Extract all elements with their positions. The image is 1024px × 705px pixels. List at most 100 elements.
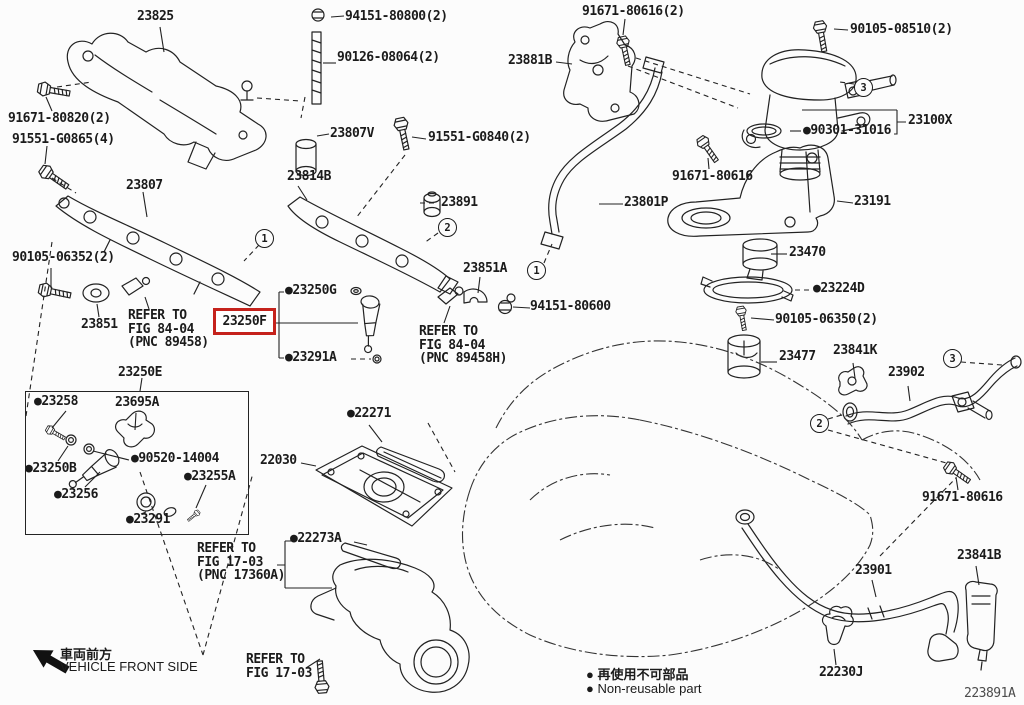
leader-lines [44, 15, 980, 669]
part-label-23807[interactable]: 23807 [126, 178, 163, 193]
spacer-23470-drawing [742, 238, 778, 281]
part-label-23224D[interactable]: ●23224D [813, 281, 865, 296]
part-label-23256[interactable]: ●23256 [54, 487, 98, 502]
refer-note-fig17-03: REFER TO FIG 17-03 [246, 652, 312, 681]
vehicle-front-arrow [32, 650, 70, 674]
callout-1-left: 1 [255, 229, 274, 248]
part-label-23801P[interactable]: 23801P [624, 195, 668, 210]
legend-non-reusable-jp: ● 再使用不可部品 [586, 667, 689, 682]
sensor-23851-drawing [82, 276, 151, 303]
throttle-body-22030-drawing [315, 445, 453, 527]
bolt-91671-80820-drawing [36, 80, 72, 102]
part-label-22030[interactable]: 22030 [260, 453, 297, 468]
injector-kit-23250E-drawing [43, 410, 202, 524]
spacer-23807V-drawing [295, 138, 317, 177]
vehicle-front-label-en: VEHICLE FRONT SIDE [60, 659, 198, 674]
callout-2-rail: 2 [438, 218, 457, 237]
part-label-23695A[interactable]: 23695A [115, 395, 159, 410]
part-label-90105-06350[interactable]: 90105-06350(2) [775, 312, 878, 327]
part-label-91671-80616-mid[interactable]: 91671-80616 [672, 169, 753, 184]
callout-3-pipe-end: 3 [943, 349, 962, 368]
bolt-91551-G0840-drawing [392, 116, 414, 152]
part-label-90105-06352[interactable]: 90105-06352(2) [12, 250, 115, 265]
part-label-23825[interactable]: 23825 [137, 9, 174, 24]
clamp-22230J-drawing [821, 605, 854, 646]
part-label-23477[interactable]: 23477 [779, 349, 816, 364]
bolt-90105-06350-drawing [734, 305, 751, 332]
part-label-94151-80600[interactable]: 94151-80600 [530, 299, 611, 314]
part-label-22273A[interactable]: ●22273A [290, 531, 342, 546]
part-label-91551-G0865[interactable]: 91551-G0865(4) [12, 132, 115, 147]
part-label-91551-G0840[interactable]: 91551-G0840(2) [428, 130, 531, 145]
gasket-22273A-drawing [340, 542, 402, 570]
part-label-23841K[interactable]: 23841K [833, 343, 877, 358]
sensor-23841B-drawing [965, 580, 998, 671]
spacer-23477-drawing [727, 334, 761, 379]
part-label-23851A[interactable]: 23851A [463, 261, 507, 276]
bolt-fig17-03-drawing [312, 659, 331, 695]
part-label-23901[interactable]: 23901 [855, 563, 892, 578]
fuel-pipe-23801P-drawing [540, 56, 665, 250]
grommet-23891-drawing [423, 191, 441, 218]
part-label-23250E[interactable]: 23250E [118, 365, 162, 380]
bolt-91551-G0865-drawing [36, 162, 72, 194]
drawing-number: 223891A [964, 686, 1016, 701]
highlighted-part-label-23250F[interactable]: 23250F [213, 308, 276, 335]
fuel-pump-23100X-drawing [741, 49, 897, 181]
part-label-23250B[interactable]: ●23250B [25, 461, 77, 476]
part-label-90301-31016[interactable]: ●90301-31016 [803, 123, 891, 138]
part-label-23250G[interactable]: ●23250G [285, 283, 337, 298]
part-label-23255A[interactable]: ●23255A [184, 469, 236, 484]
part-label-90126-08064[interactable]: 90126-08064(2) [337, 50, 440, 65]
part-label-23470[interactable]: 23470 [789, 245, 826, 260]
legend-non-reusable-en: ● Non-reusable part [586, 681, 702, 696]
engine-phantom-outline [461, 340, 981, 658]
part-label-90520-14004[interactable]: ●90520-14004 [131, 451, 219, 466]
dashed-lines [25, 57, 1003, 656]
gasket-23224D-drawing [700, 276, 794, 304]
part-label-94151-80800[interactable]: 94151-80800(2) [345, 9, 448, 24]
part-label-23881B[interactable]: 23881B [508, 53, 552, 68]
part-label-23291A[interactable]: ●23291A [285, 350, 337, 365]
part-label-22271[interactable]: ●22271 [347, 406, 391, 421]
part-label-23902[interactable]: 23902 [888, 365, 925, 380]
part-label-23258[interactable]: ●23258 [34, 394, 78, 409]
part-23825-bracket-drawing [66, 32, 267, 170]
part-label-23814B[interactable]: 23814B [287, 169, 331, 184]
part-label-23291[interactable]: ●23291 [126, 512, 170, 527]
stud-90126-08064-drawing [311, 8, 325, 105]
refer-note-fig17-03-pnc: REFER TO FIG 17-03 (PNC 17360A) [197, 541, 285, 583]
part-label-23807V[interactable]: 23807V [330, 126, 374, 141]
bolt-90105-08510-drawing [811, 19, 832, 54]
bolt-90105-06352-drawing [37, 281, 73, 303]
callout-2-pipe23902: 2 [810, 414, 829, 433]
part-label-91671-80820[interactable]: 91671-80820(2) [8, 111, 111, 126]
part-label-91671-80616x2[interactable]: 91671-80616(2) [582, 4, 685, 19]
part-label-23191[interactable]: 23191 [854, 194, 891, 209]
sensor-23851A-drawing [437, 286, 516, 305]
part-label-90105-08510[interactable]: 90105-08510(2) [850, 22, 953, 37]
bracket-23881B-drawing [563, 21, 640, 122]
refer-note-fig84-04-left: REFER TO FIG 84-04 (PNC 89458) [128, 308, 209, 350]
insulator-23191-drawing [667, 144, 835, 237]
vehicle-front-label-jp: 車両前方 [60, 647, 113, 662]
part-label-23851[interactable]: 23851 [81, 317, 118, 332]
nut-94151-80600-drawing [497, 299, 513, 315]
part-label-91671-80616-lower[interactable]: 91671-80616 [922, 490, 1003, 505]
fuel-rail-23807-drawing [55, 195, 261, 307]
injector-kit-box-23250E [25, 391, 249, 535]
callout-1-pipe: 1 [527, 261, 546, 280]
oring-90301-31016-drawing [746, 123, 782, 139]
callout-3-pump: 3 [854, 78, 873, 97]
intake-pipe-fig17-03-drawing [310, 558, 470, 693]
part-label-23841B[interactable]: 23841B [957, 548, 1001, 563]
part-label-23100X[interactable]: 23100X [908, 113, 952, 128]
part-label-22230J[interactable]: 22230J [819, 665, 863, 680]
bolt-91671-80616x2-drawing [615, 34, 635, 67]
fuel-rail-23814B-drawing [287, 196, 459, 295]
injector-23250F-drawing [350, 286, 382, 364]
part-label-23891[interactable]: 23891 [441, 195, 478, 210]
pipe-23902-drawing [842, 355, 1022, 425]
